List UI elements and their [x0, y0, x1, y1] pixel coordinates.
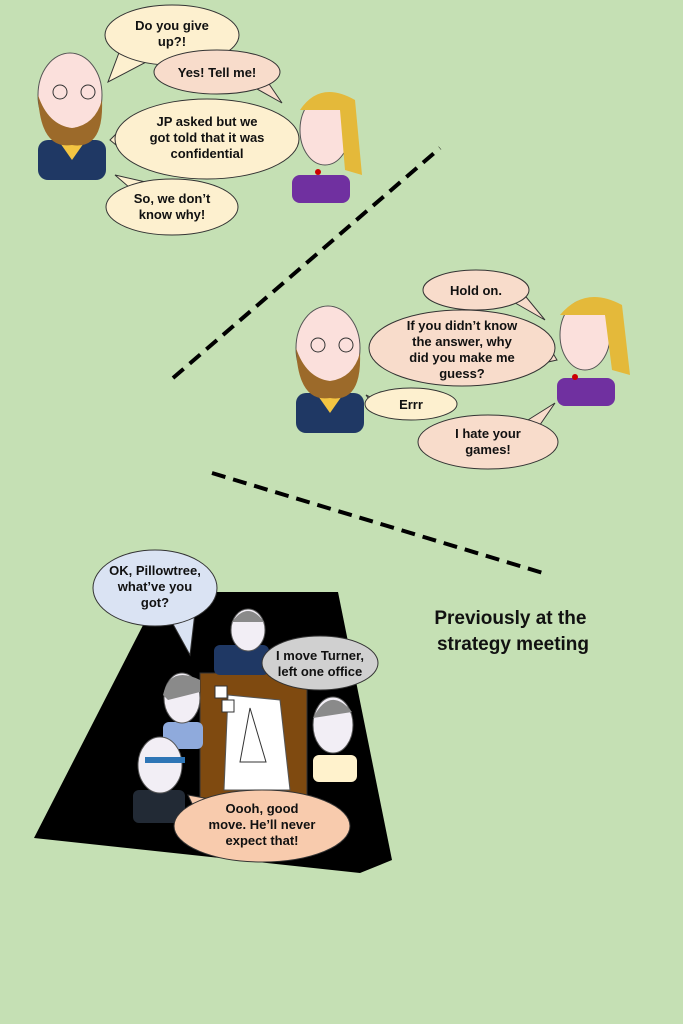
speech-text-line: the answer, why — [412, 334, 512, 349]
speech-text-line: Previously at the — [434, 608, 586, 629]
speech-text-line: what’ve you — [117, 579, 192, 594]
speech-text-line: Oooh, good — [226, 801, 299, 816]
speech-text-line: Errr — [399, 397, 423, 412]
speech-text-line: Yes! Tell me! — [178, 65, 257, 80]
speech-text-line: strategy meeting — [437, 634, 589, 655]
blonde-woman-1 — [292, 92, 362, 203]
speech-text-line: guess? — [439, 366, 485, 381]
panel-divider-1 — [171, 146, 442, 380]
caption: Previously at the strategy meeting — [434, 608, 591, 655]
speech-text-line: Hold on. — [450, 283, 502, 298]
speech-text-line: expect that! — [226, 833, 299, 848]
game-board — [223, 694, 291, 791]
speech-text-line: know why! — [139, 207, 205, 222]
speech-text-line: left one office — [278, 664, 363, 679]
dice — [214, 685, 228, 699]
speech-text-line: got told that it was — [150, 130, 265, 145]
person-right — [312, 696, 357, 782]
person-left-woman — [163, 672, 203, 749]
person-bald — [133, 736, 185, 823]
bearded-man-2 — [295, 305, 364, 433]
speech-text-line: got? — [141, 595, 169, 610]
svg-text:I move Turner,left one office: I move Turner,left one office — [276, 648, 364, 679]
person-top — [214, 608, 269, 675]
speech-text-line: move. He’ll never — [209, 817, 316, 832]
speech-bubble-move-turner: I move Turner,left one office — [261, 635, 379, 691]
speech-text-line: games! — [465, 442, 511, 457]
speech-text-line: did you make me — [409, 350, 514, 365]
speech-text-line: up?! — [158, 34, 186, 49]
blonde-woman-2 — [557, 297, 630, 406]
speech-text-line: I hate your — [455, 426, 521, 441]
speech-text-line: confidential — [171, 146, 244, 161]
svg-text:Errr: Errr — [399, 397, 423, 412]
speech-bubble-errr: Errr — [364, 387, 458, 421]
speech-bubble-hold-on: Hold on. — [422, 269, 546, 321]
speech-text-line: I move Turner, — [276, 648, 364, 663]
speech-text-line: Do you give — [135, 18, 209, 33]
speech-text-line: OK, Pillowtree, — [109, 563, 201, 578]
speech-text-line: If you didn’t know — [407, 318, 518, 333]
speech-text-line: So, we don’t — [134, 191, 211, 206]
panel-divider-2 — [211, 471, 544, 575]
speech-bubble-yes-tell-me: Yes! Tell me! — [153, 49, 283, 104]
svg-text:Yes! Tell me!: Yes! Tell me! — [178, 65, 257, 80]
svg-text:Hold on.: Hold on. — [450, 283, 502, 298]
speech-text-line: JP asked but we — [157, 114, 258, 129]
bearded-man-1 — [37, 52, 106, 180]
